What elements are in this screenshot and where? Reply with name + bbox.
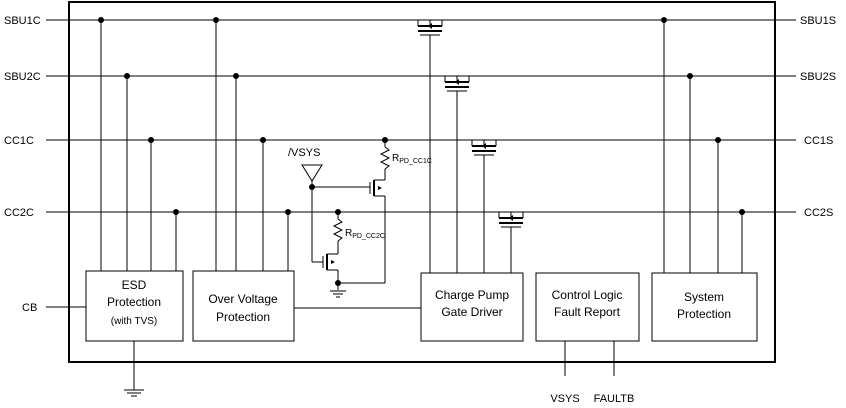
signal-lines (46, 19, 796, 308)
pin-faultb: FAULTB (594, 393, 635, 405)
system-protection-block: System Protection (651, 272, 758, 342)
switch-fet-sbu2 (444, 76, 470, 92)
svg-text:System: System (684, 290, 724, 304)
bottom-pin-labels: VSYS FAULTB (550, 393, 634, 405)
pin-cb: CB (22, 302, 37, 314)
pin-sbu2c: SBU2C (4, 71, 41, 83)
tap-wires (100, 20, 743, 273)
over-voltage-protection-block: Over Voltage Protection (192, 270, 295, 342)
svg-text:(with TVS): (with TVS) (111, 316, 158, 327)
pin-cc1s: CC1S (804, 135, 833, 147)
svg-text:Over Voltage: Over Voltage (208, 292, 278, 306)
left-pin-labels: SBU1C SBU2C CC1C CC2C CB (4, 15, 41, 314)
esd-protection-block: ESD Protection (with TVS) (85, 270, 184, 342)
switch-fet-cc1 (471, 140, 497, 156)
switch-fet-cc2 (498, 212, 524, 228)
charge-pump-gate-driver-block: Charge Pump Gate Driver (420, 272, 524, 342)
pin-vsys: VSYS (550, 393, 579, 405)
svg-text:Charge Pump: Charge Pump (435, 288, 509, 302)
svg-text:Fault Report: Fault Report (554, 305, 621, 319)
pin-sbu1c: SBU1C (4, 15, 41, 27)
pin-sbu2s: SBU2S (800, 71, 836, 83)
chip-boundary (68, 1, 776, 363)
svg-text:Control Logic: Control Logic (552, 288, 623, 302)
pulldown-network (301, 140, 391, 298)
pin-sbu1s: SBU1S (800, 15, 836, 27)
svg-text:Protection: Protection (216, 310, 270, 324)
rpd-cc2c-label: RPD_CC2C (345, 228, 385, 240)
svg-text:Gate Driver: Gate Driver (441, 305, 502, 319)
svg-text:Protection: Protection (677, 307, 731, 321)
control-logic-fault-report-block: Control Logic Fault Report (535, 272, 640, 342)
rpd-cc1c-label: RPD_CC1C (392, 153, 432, 165)
pin-cc1c: CC1C (4, 135, 34, 147)
junction-dots (98, 17, 745, 286)
vsys-inverter-label: /VSYS (288, 147, 320, 159)
svg-text:Protection: Protection (107, 295, 161, 309)
cb-ground-symbol (124, 341, 144, 397)
right-pin-labels: SBU1S SBU2S CC1S CC2S (800, 15, 836, 219)
pin-cc2c: CC2C (4, 207, 34, 219)
switch-fet-sbu1 (417, 20, 443, 36)
pin-cc2s: CC2S (804, 207, 833, 219)
svg-text:ESD: ESD (122, 278, 147, 292)
